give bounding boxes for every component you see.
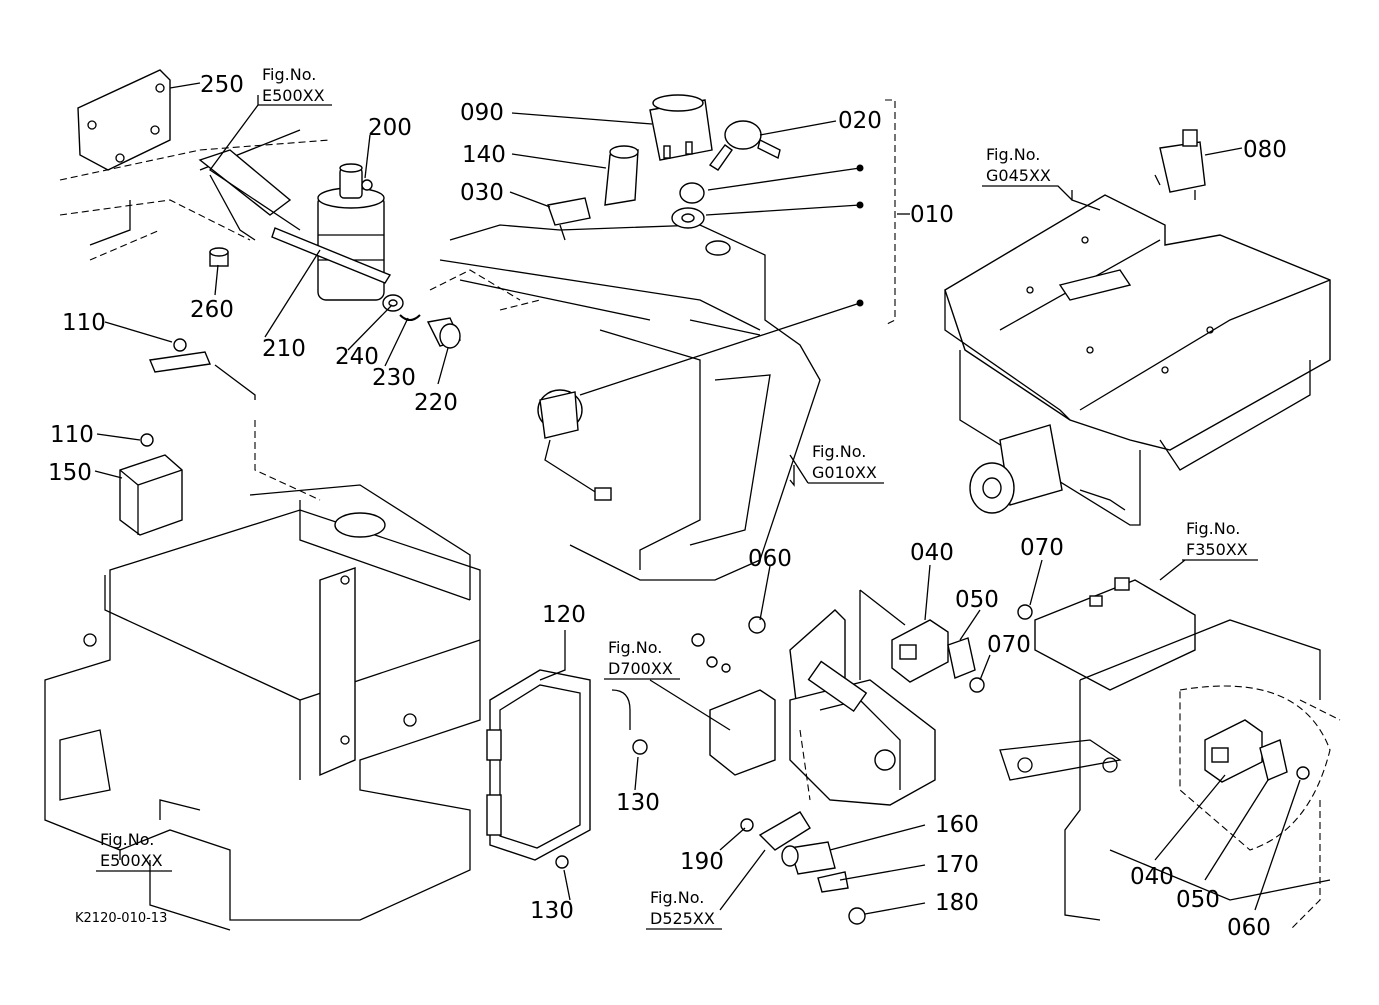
fig-ref-label: Fig.No. [650, 888, 704, 907]
figure-references: Fig.No. E500XX Fig.No. G045XX Fig.No. G0… [96, 65, 1258, 930]
part-label: 030 [460, 180, 504, 206]
relay-platform-assembly [44, 420, 481, 931]
coil-bracket-assembly [59, 69, 461, 400]
part-label: 070 [1020, 535, 1064, 561]
part-label: 190 [680, 849, 724, 875]
fig-ref-code: G010XX [812, 463, 877, 482]
fig-ref-code: E500XX [100, 851, 163, 870]
part-label: 230 [372, 365, 416, 391]
part-label: 050 [1176, 887, 1220, 913]
part-label: 240 [335, 344, 379, 370]
fig-ref-label: Fig.No. [608, 638, 662, 657]
fig-ref-code: D700XX [608, 659, 673, 678]
part-label: 260 [190, 297, 234, 323]
right-frame-bracket [999, 577, 1341, 931]
part-label: 160 [935, 812, 979, 838]
pedal-switch-bracket [691, 589, 1033, 925]
leader-lines [94, 82, 1301, 915]
controller-unit [486, 669, 648, 869]
part-label: 080 [1243, 137, 1287, 163]
seat-assembly [944, 129, 1331, 526]
fig-ref-code: F350XX [1186, 540, 1248, 559]
part-label: 010 [910, 202, 954, 228]
fig-ref-label: Fig.No. [100, 830, 154, 849]
fig-ref-code: E500XX [262, 86, 325, 105]
part-label: 130 [530, 898, 574, 924]
diagram-reference-code: K2120-010-13 [75, 911, 167, 926]
fig-ref-label: Fig.No. [812, 442, 866, 461]
part-label: 020 [838, 108, 882, 134]
fig-ref-code: G045XX [986, 166, 1051, 185]
part-label: 060 [748, 546, 792, 572]
part-label: 150 [48, 460, 92, 486]
part-label: 220 [414, 390, 458, 416]
part-label: 140 [462, 142, 506, 168]
part-label: 130 [616, 790, 660, 816]
part-label: 040 [910, 540, 954, 566]
fig-ref-label: Fig.No. [986, 145, 1040, 164]
part-label: 180 [935, 890, 979, 916]
fig-ref-label: Fig.No. [1186, 519, 1240, 538]
part-number-labels: 250 200 260 210 240 230 220 110 110 150 … [48, 72, 1287, 941]
fig-ref-label: Fig.No. [262, 65, 316, 84]
key-switch-assembly [429, 94, 896, 581]
part-label: 170 [935, 852, 979, 878]
part-label: 040 [1130, 864, 1174, 890]
fig-ref-code: D525XX [650, 909, 715, 928]
part-label: 070 [987, 632, 1031, 658]
part-label: 110 [62, 310, 106, 336]
part-label: 210 [262, 336, 306, 362]
part-label: 250 [200, 72, 244, 98]
part-label: 090 [460, 100, 504, 126]
part-label: 060 [1227, 915, 1271, 941]
part-label: 120 [542, 602, 586, 628]
part-label: 200 [368, 115, 412, 141]
part-label: 050 [955, 587, 999, 613]
part-label: 110 [50, 422, 94, 448]
